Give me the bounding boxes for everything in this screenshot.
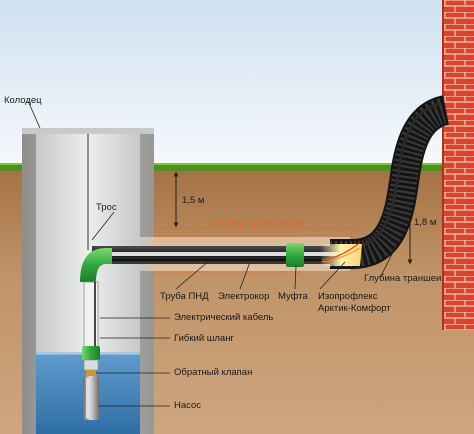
insulation-label-1: Изопрофлекс — [318, 291, 378, 302]
heating-cable-label: Электрокор — [218, 291, 270, 302]
depth-15-label: 1,5 м — [182, 195, 205, 206]
vertical-pipe — [83, 281, 99, 349]
pump — [83, 376, 99, 420]
pump-label: Насос — [174, 400, 202, 411]
frost-line-label: Глубина промерзания — [212, 218, 304, 228]
elbow — [80, 248, 112, 282]
grass — [0, 163, 474, 171]
coupling-label: Муфта — [278, 291, 308, 302]
depth-18-label: 1,8 м — [414, 217, 437, 228]
well-label: Колодец — [4, 95, 42, 106]
check-valve — [86, 370, 96, 376]
coupling — [286, 243, 304, 267]
check-valve-label: Обратный клапан — [174, 367, 253, 378]
insulation-label-2: Арктик-Комфорт — [318, 303, 391, 314]
cable-label: Трос — [96, 202, 117, 213]
trench-depth-label: Глубина траншеи — [364, 273, 442, 284]
brick-wall — [442, 0, 474, 330]
pnd-pipe-label: Труба ПНД — [160, 291, 209, 302]
electric-cable-label: Электрический кабель — [174, 312, 274, 323]
lower-coupling — [82, 346, 100, 360]
flexible-hose-label: Гибкий шланг — [174, 333, 234, 344]
